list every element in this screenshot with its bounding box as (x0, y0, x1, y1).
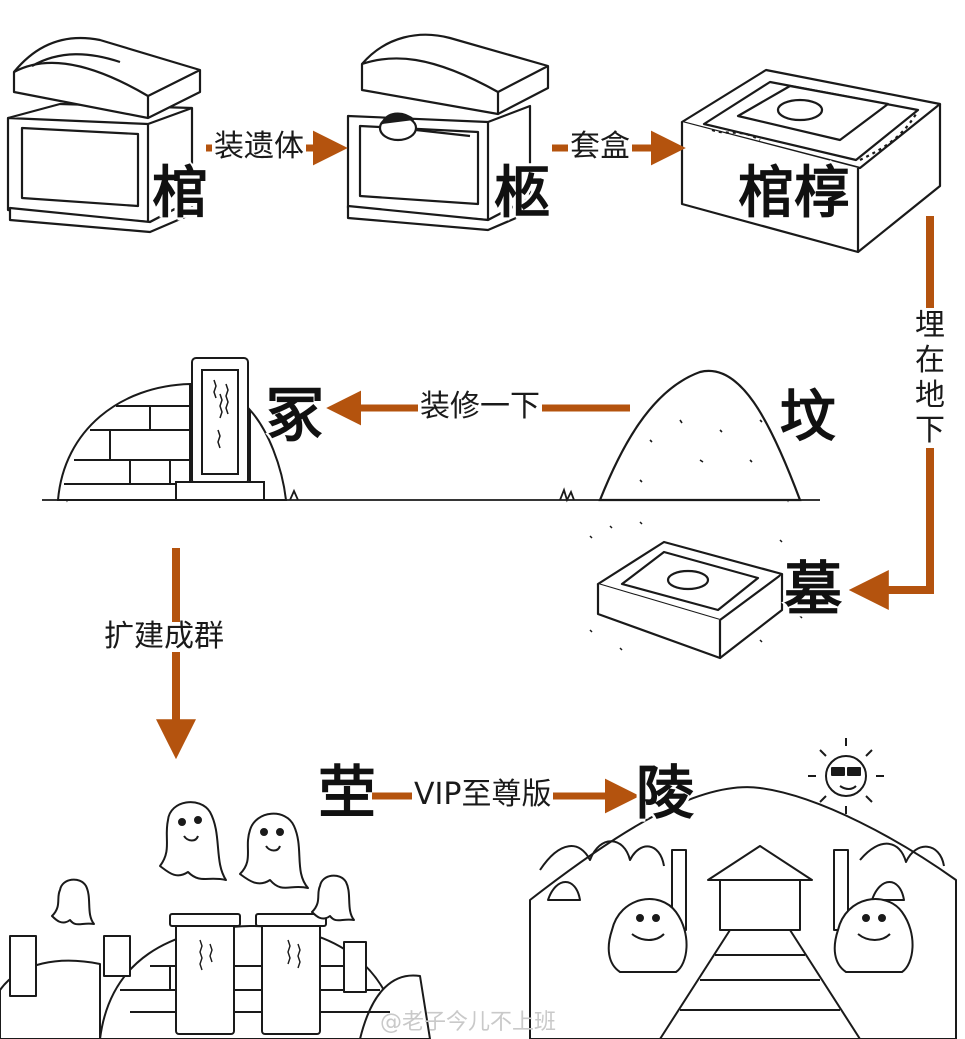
stage-label-jiu: 柩 (494, 161, 550, 226)
step-label-tao-he: 套盒 (568, 129, 632, 164)
stage-label-guanguo: 棺椁 (738, 161, 850, 226)
stage-label-fen: 坟 (780, 385, 836, 450)
grave-mound-illustration (598, 369, 802, 502)
tomb-with-stele-illustration (56, 357, 288, 501)
stage-label-mu: 墓 (784, 555, 843, 623)
step-label-vip: VIP至尊版 (412, 777, 554, 812)
stage-label-guan: 棺 (152, 161, 208, 226)
stage-label-zhong: 冢 (266, 381, 325, 449)
step-label-mai-zai-dixia: 埋在地下 (914, 308, 946, 449)
watermark: @老子今儿不上班 (380, 1010, 557, 1035)
empty-coffin-illustration (6, 36, 202, 234)
coffin-with-body-illustration (346, 33, 550, 232)
nested-coffin-box-illustration (680, 68, 942, 254)
step-label-zhuang-yiti: 装遗体 (212, 129, 306, 164)
cemetery-with-ghosts-illustration (0, 801, 431, 1039)
step-label-kuojian: 扩建成群 (102, 619, 226, 654)
mausoleum-illustration (529, 738, 957, 1039)
stage-label-ying: 茔 (318, 759, 377, 827)
stage-label-ling: 陵 (636, 759, 695, 827)
step-label-zhuangxiu: 装修一下 (418, 389, 542, 424)
buried-coffin-illustration (589, 521, 803, 660)
